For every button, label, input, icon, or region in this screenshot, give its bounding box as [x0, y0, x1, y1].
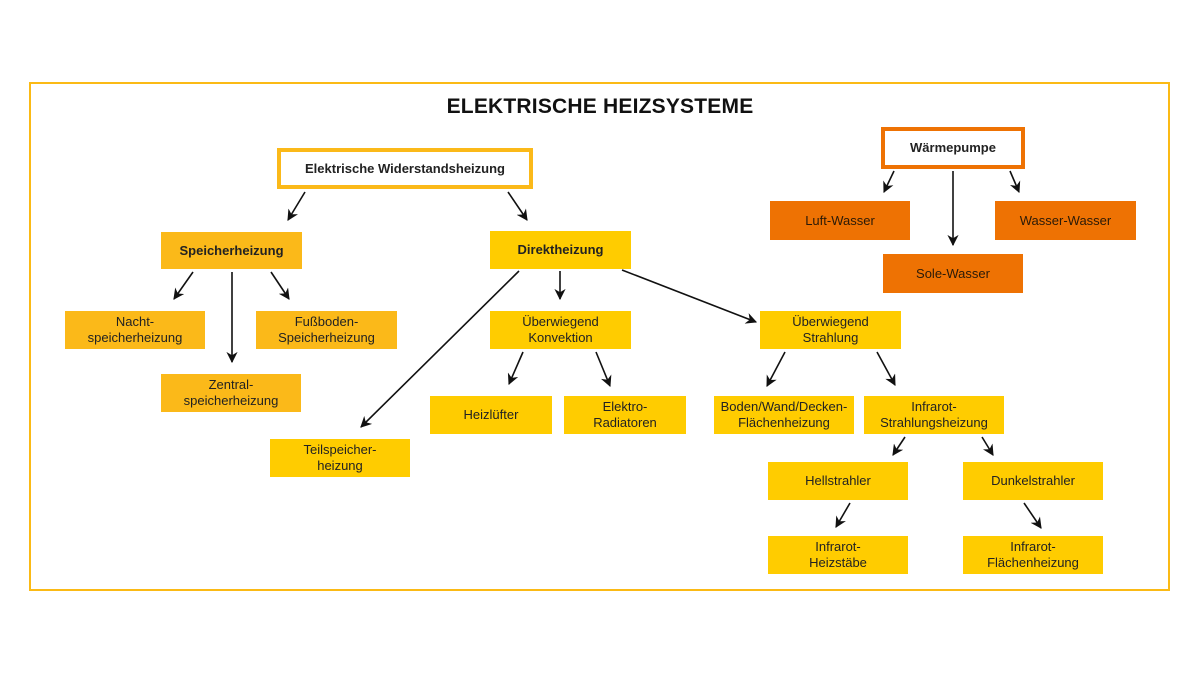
node-direktheizung: Direktheizung	[490, 231, 631, 269]
node-ueberwiegend-strahlung: Überwiegend Strahlung	[760, 311, 901, 349]
node-wasser-wasser: Wasser-Wasser	[995, 201, 1136, 240]
node-teilspeicherheizung: Teilspeicher- heizung	[270, 439, 410, 477]
node-flaechenheizung: Boden/Wand/Decken- Flächenheizung	[714, 396, 854, 434]
node-heizluefter: Heizlüfter	[430, 396, 552, 434]
node-infrarot-flaechenheizung: Infrarot- Flächenheizung	[963, 536, 1103, 574]
node-zentralspeicherheizung: Zentral- speicherheizung	[161, 374, 301, 412]
node-infrarot-heizstaebe: Infrarot- Heizstäbe	[768, 536, 908, 574]
node-sole-wasser: Sole-Wasser	[883, 254, 1023, 293]
node-elektro-radiatoren: Elektro- Radiatoren	[564, 396, 686, 434]
node-nachtspeicherheizung: Nacht- speicherheizung	[65, 311, 205, 349]
node-luft-wasser: Luft-Wasser	[770, 201, 910, 240]
node-infrarot-strahlungsheizung: Infrarot- Strahlungsheizung	[864, 396, 1004, 434]
node-ueberwiegend-konvektion: Überwiegend Konvektion	[490, 311, 631, 349]
node-speicherheizung: Speicherheizung	[161, 232, 302, 269]
node-waermepumpe: Wärmepumpe	[881, 127, 1025, 169]
node-dunkelstrahler: Dunkelstrahler	[963, 462, 1103, 500]
node-widerstandsheizung: Elektrische Widerstandsheizung	[277, 148, 533, 189]
node-fussboden-speicherheizung: Fußboden- Speicherheizung	[256, 311, 397, 349]
diagram-title: ELEKTRISCHE HEIZSYSTEME	[446, 95, 754, 118]
diagram-frame	[29, 82, 1170, 591]
node-hellstrahler: Hellstrahler	[768, 462, 908, 500]
